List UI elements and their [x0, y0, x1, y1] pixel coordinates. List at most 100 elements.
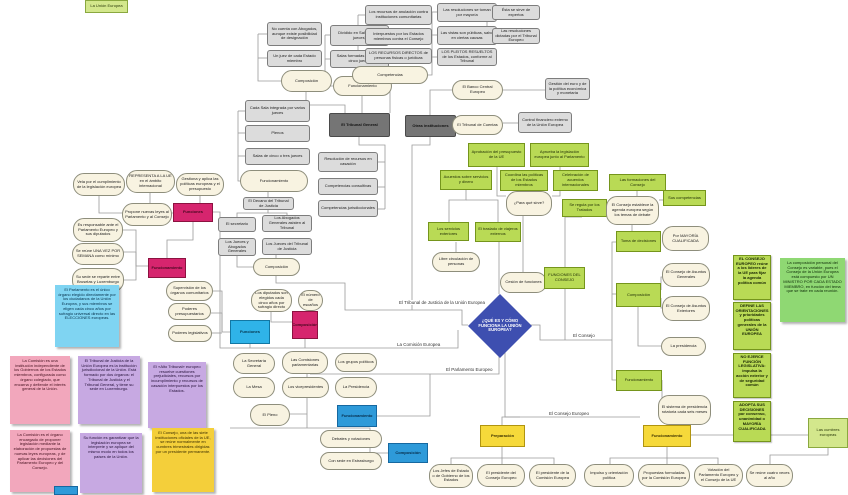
box-recursos-estados[interactable]: Interpuestos por los Estados miembros co…	[365, 28, 432, 45]
note-consejo-4[interactable]: ADOPTA SUS DECISIONES por consenso, unan…	[733, 401, 771, 442]
box-recursos-anulacion[interactable]: Los recursos de anulación contra institu…	[365, 5, 432, 25]
box-servicios-exteriores[interactable]: Los servicios exteriores	[428, 222, 469, 241]
box-secretario[interactable]: El secretario	[218, 217, 256, 232]
box-preparacion-ce[interactable]: Preparación	[480, 425, 525, 447]
box-competencias-consultivas[interactable]: Competencias consultivas	[318, 178, 378, 195]
box-funciones-consejo[interactable]: FUNCIONES DEL CONSEJO	[544, 267, 585, 289]
oval-diputados-elegidos[interactable]: Los diputados son elegidos cada cinco añ…	[251, 289, 292, 312]
box-funciones-parlamento[interactable]: Funciones	[230, 320, 270, 344]
oval-poderes-legislativos[interactable]: Poderes legislativos	[168, 325, 212, 342]
note-consejo-2[interactable]: DEFINE LAS ORIENTACIONES y prioridades p…	[733, 302, 771, 350]
note-composicion-consejo[interactable]: La composición personal del Consejo es v…	[780, 258, 845, 322]
note-consejo-3[interactable]: NO EJERCE FUNCIÓN LEGISLATIVA: impulsa l…	[733, 353, 771, 398]
note-titulo[interactable]: La Unión Europea	[85, 0, 128, 13]
oval-competencias[interactable]: Competencias	[352, 66, 428, 84]
box-plenos[interactable]: Plenos	[245, 125, 310, 142]
oval-gestiona-politicas[interactable]: Gestiona y aplica las políticas europeas…	[176, 173, 224, 196]
oval-representa-ue[interactable]: REPRESENTA A LA UE en el ámbito internac…	[126, 170, 175, 193]
box-composicion-parlamento[interactable]: Composición	[292, 311, 318, 339]
box-resoluciones-dictadas[interactable]: Las resoluciones dictadas por el Tribuna…	[492, 28, 540, 44]
box-se-regula[interactable]: Se regula por los Tratados	[562, 199, 607, 217]
oval-cesion-funciones[interactable]: Cesión de funciones	[500, 272, 547, 293]
box-sala-integrada[interactable]: Cada Sala integrada por varios jueces	[245, 100, 310, 122]
note-parlamento[interactable]: El Parlamento es el único órgano elegido…	[55, 285, 119, 347]
box-funciones-comision[interactable]: Funciones	[173, 203, 213, 222]
box-coordina-politicas[interactable]: Coordina las políticas de los Estados mi…	[500, 170, 548, 191]
box-funcionamiento-comision[interactable]: Funcionamiento	[148, 258, 186, 278]
box-sirve-expertos[interactable]: Ésta se sirve de expertos	[492, 5, 540, 20]
oval-supervision[interactable]: Supervisión de los órganos comunitarios	[166, 281, 213, 301]
note-comision-2[interactable]: La Comisión es el órgano encargado de pr…	[10, 430, 70, 492]
box-resoluciones-mayoria[interactable]: Las resoluciones se toman por mayoría	[437, 3, 497, 22]
oval-la-mesa[interactable]: La Mesa	[233, 377, 275, 398]
box-juez-por-estado[interactable]: Un juez de cada Estado miembro	[267, 50, 322, 67]
note-consejo-1[interactable]: EL CONSEJO EUROPEO reúne a los líderes d…	[733, 255, 771, 300]
oval-para-que-sirve[interactable]: ¿Para qué sirve?	[506, 191, 552, 216]
box-vistas-publicas[interactable]: Las vistas son públicas, salvo en cierta…	[437, 26, 497, 45]
oval-composicion-tj[interactable]: Composición	[253, 258, 300, 276]
oval-agenda-europea[interactable]: El Consejo establece la agenda europea s…	[606, 196, 659, 225]
oval-cuatro-veces[interactable]: Se reúne cuatro veces al año	[746, 464, 793, 487]
box-toma-decisiones[interactable]: Toma de decisiones	[616, 231, 661, 252]
oval-el-pleno[interactable]: El Pleno	[250, 404, 290, 426]
note-tribunal-1[interactable]: El Tribunal de Justicia de la Unión Euro…	[78, 356, 140, 424]
box-recursos-casacion[interactable]: Resolución de recursos en casación	[318, 152, 378, 172]
oval-tribunal-cuentas[interactable]: El Tribunal de Cuentas	[452, 115, 503, 135]
box-formaciones-consejo[interactable]: Las formaciones del Consejo	[609, 174, 666, 191]
oval-grupos-politicos[interactable]: Los grupos políticos	[335, 353, 377, 372]
note-consejo-amarilla[interactable]: El Consejo, una de las siete institucion…	[152, 428, 214, 492]
link-label-consejo[interactable]: El Consejo	[572, 333, 596, 339]
box-composicion-consejo[interactable]: Composición	[616, 283, 661, 307]
link-label-comision-europea[interactable]: La Comisión Europea	[396, 342, 442, 348]
box-abogados-generales[interactable]: Los Abogados Generales asisten al Tribun…	[262, 215, 312, 232]
oval-la-presidencia[interactable]: La presidencia	[661, 337, 706, 356]
oval-debates[interactable]: Debates y votaciones	[320, 430, 382, 448]
box-aprobacion-presupuesto[interactable]: Aprobación del presupuesto de la UE	[468, 143, 525, 167]
oval-banco-central[interactable]: El Banco Central Europeo	[452, 80, 503, 100]
box-sus-competencias[interactable]: Sus competencias	[663, 190, 706, 206]
box-acuerdos-internacionales[interactable]: Celebración de acuerdos internacionales	[553, 170, 598, 191]
note-comision-1[interactable]: La Comisión es una institución independi…	[10, 356, 70, 424]
note-tribunal-2[interactable]: El «Alto Tribunal» europeo resuelve cues…	[148, 362, 206, 428]
oval-vela-legislacion[interactable]: Vela por el cumplimiento de la legislaci…	[73, 173, 125, 196]
box-recursos-directos[interactable]: LOS RECURSOS DIRECTOS de personas física…	[365, 48, 432, 64]
link-label-parlamento-europeo[interactable]: El Parlamento Europeo	[445, 367, 494, 373]
oval-composicion-tg[interactable]: Composición	[281, 70, 332, 92]
oval-secretaria-general[interactable]: La Secretaría General	[233, 353, 275, 374]
oval-responsable-parlamento[interactable]: Es responsable ante el Parlamento Europe…	[73, 218, 123, 242]
box-sin-abogados[interactable]: No cuenta con Abogados, aunque existe po…	[267, 22, 322, 46]
link-label-consejo-europeo[interactable]: El Consejo Europeo	[548, 411, 591, 417]
oval-votacion-parlamento[interactable]: Votación del Parlamento Europeo y el Con…	[694, 464, 743, 487]
box-aprueba-legislacion[interactable]: Aprueba la legislación europea junto al …	[530, 143, 589, 167]
oval-presidente-comision[interactable]: El presidente de la Comisión Europea	[529, 464, 576, 487]
oval-jefes-estado[interactable]: Los Jefes de Estado o de Gobierno de los…	[429, 464, 473, 488]
oval-poderes-presupuestarios[interactable]: Poderes presupuestarios	[168, 303, 211, 320]
box-otras-instituciones[interactable]: Otras instituciones	[405, 115, 456, 137]
box-tribunal-general[interactable]: El Tribunal General	[329, 113, 390, 137]
box-funcionamiento-consejo[interactable]: Funcionamiento	[616, 370, 662, 391]
oval-numero-diputados[interactable]: El número de escaños	[298, 290, 323, 311]
box-funcionamiento-ce[interactable]: Funcionamiento	[643, 425, 691, 447]
box-salas-cinco-tres[interactable]: Salas de cinco o tres jueces	[245, 148, 310, 165]
oval-presidente-consejo[interactable]: El presidente del Consejo Europeo	[477, 464, 525, 487]
link-label-tribunal-justicia[interactable]: El Tribunal de Justicia de la Unión Euro…	[398, 300, 487, 306]
box-gestion-euro[interactable]: Gestión del euro y de la política económ…	[545, 78, 590, 100]
box-composicion-ce[interactable]: Composición	[388, 443, 428, 463]
oval-impulso-politico[interactable]: Impulso y orientación política	[584, 464, 634, 487]
oval-reune-semana[interactable]: Se reúne UNA VEZ POR SEMANA como mínimo	[72, 243, 124, 265]
oval-vicepresidentes[interactable]: Los vicepresidentes	[282, 377, 329, 398]
box-cumbres[interactable]: Las cumbres europeas	[808, 418, 848, 448]
oval-funcionamiento-tj[interactable]: Funcionamiento	[240, 170, 308, 192]
oval-asuntos-generales[interactable]: El Consejo de Asuntos Generales	[662, 263, 710, 287]
oval-presidencia-parlamento[interactable]: La Presidencia	[335, 377, 377, 398]
note-tribunal-3[interactable]: Su función es garantizar que la legislac…	[80, 433, 142, 493]
box-jueces-abogados[interactable]: Los Jueces y Abogados Generales	[218, 238, 256, 256]
box-competencias-jurisdiccionales[interactable]: Competencias jurisdiccionales	[318, 200, 378, 217]
note-partial[interactable]	[54, 486, 78, 495]
oval-propone-leyes[interactable]: Propone nuevas leyes al Parlamento y al …	[122, 203, 172, 226]
oval-presidencia-rotatoria[interactable]: El sistema de presidencia rotatoria cada…	[658, 395, 711, 425]
oval-asuntos-exteriores[interactable]: El Consejo de Asuntos Exteriores	[662, 296, 710, 321]
oval-sede-estrasburgo[interactable]: Con sede en Estrasburgo	[320, 452, 382, 470]
oval-propuestas-comision[interactable]: Propuestas formuladas por la Comisión Eu…	[638, 464, 690, 487]
box-pleitos-resueltos[interactable]: LOS PLEITOS RESUELTOS de los Estados, co…	[437, 48, 497, 66]
